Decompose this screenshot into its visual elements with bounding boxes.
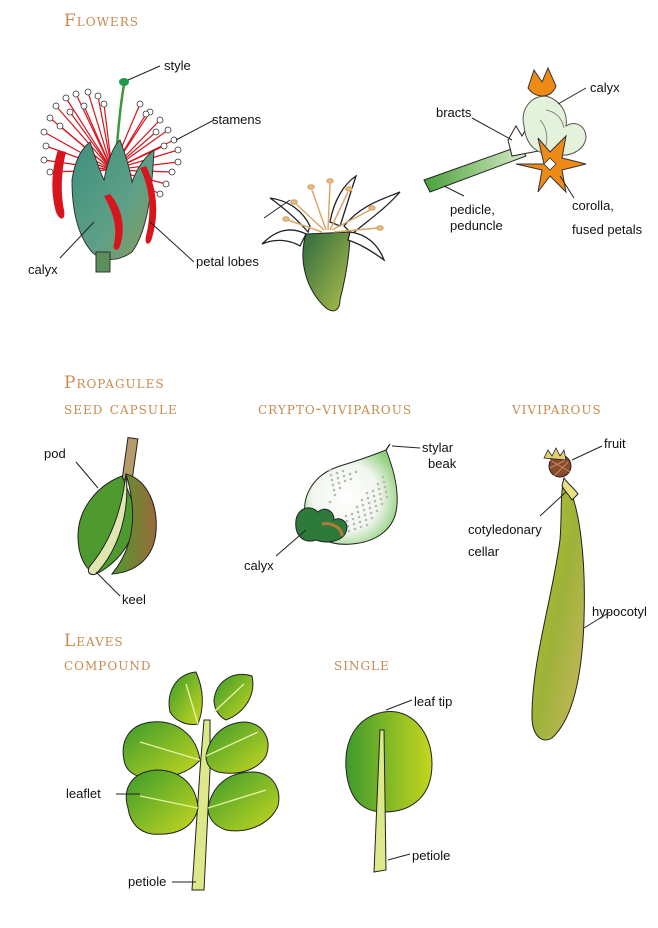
flower2-petal (270, 198, 310, 232)
viviparous-propagule-illustration: fruit cotyledonary cellar hypocotyl (468, 436, 647, 740)
leader-pedicle (444, 186, 464, 196)
seed-capsule-illustration: pod keel (44, 438, 156, 607)
leaflet (214, 674, 253, 720)
flower3-bud (528, 68, 556, 96)
crypto-viviparous-fruit-illustration: stylar beak calyx (244, 440, 457, 573)
label-corolla-2: fused petals (572, 222, 643, 237)
label-crypto-calyx: calyx (244, 558, 274, 573)
leader-bracts (472, 118, 512, 140)
leaflet (206, 722, 268, 773)
label-calyx-3: calyx (590, 80, 620, 95)
leader-pod (76, 462, 98, 488)
flower-stamen-illustration: style stamens calyx petal lobes (28, 58, 262, 277)
flower2-petal (348, 232, 384, 260)
label-pedicle-2: peduncle (450, 218, 503, 233)
capsule-stalk (122, 438, 138, 481)
leader-stylar (392, 446, 420, 448)
single-leaf-blade (346, 712, 432, 812)
label-stylar-2: beak (428, 456, 457, 471)
leader-single-petiole (388, 854, 410, 860)
leader-stamens (176, 120, 214, 140)
stylar-beak (386, 444, 390, 450)
label-leaf-tip: leaf tip (414, 694, 452, 709)
leader-calyx-3 (558, 88, 586, 104)
pedicle-stalk (424, 146, 526, 192)
label-keel: keel (122, 592, 146, 607)
leaflet (208, 772, 279, 831)
flower2-petal (344, 192, 400, 234)
label-stamens: stamens (212, 112, 262, 127)
label-calyx-1: calyx (28, 262, 58, 277)
petal-lobe (52, 150, 66, 219)
leader-fruit (572, 446, 602, 460)
heading-crypto-viviparous: crypto-viviparous (258, 399, 412, 419)
flower2-calyx (303, 232, 350, 311)
heading-propagules: Propagules (64, 373, 165, 393)
heading-compound: compound (64, 655, 151, 675)
leaflet (126, 770, 198, 834)
leaflet (169, 672, 202, 725)
flower2-petal (262, 230, 306, 246)
leader-petal-lobes (150, 222, 194, 262)
flower-corolla-illustration: bracts calyx pedicle, peduncle corolla, … (424, 68, 643, 237)
heading-leaves: Leaves (64, 631, 124, 651)
label-fruit: fruit (604, 436, 626, 451)
label-single-petiole: petiole (412, 848, 450, 863)
leader-leaf-tip (386, 700, 412, 710)
heading-viviparous: viviparous (511, 399, 602, 419)
label-cot-1: cotyledonary (468, 522, 542, 537)
compound-leaf-illustration: leaflet petiole (66, 672, 279, 890)
flower-stem (96, 252, 110, 272)
label-style: style (164, 58, 191, 73)
heading-seed-capsule: seed capsule (64, 399, 178, 419)
label-leaflet: leaflet (66, 786, 101, 801)
leaflet (123, 722, 200, 778)
label-bracts: bracts (436, 105, 472, 120)
single-leaf-illustration: leaf tip petiole (346, 694, 452, 872)
heading-single: single (334, 655, 390, 675)
leader-style (128, 66, 160, 80)
style-stigma (119, 78, 129, 86)
label-petal-lobes: petal lobes (196, 254, 259, 269)
hypocotyl-body (532, 480, 584, 740)
heading-flowers: Flowers (64, 11, 139, 31)
label-pedicle-1: pedicle, (450, 202, 495, 217)
leader-keel (96, 572, 120, 596)
label-stylar-1: stylar (422, 440, 454, 455)
label-corolla-1: corolla, (572, 198, 614, 213)
leader-crypto-calyx (276, 530, 306, 556)
calyx-cluster (523, 96, 586, 155)
label-hypocotyl: hypocotyl (592, 604, 647, 619)
label-compound-petiole: petiole (128, 874, 166, 889)
label-pod: pod (44, 446, 66, 461)
flower-tubular-illustration (262, 176, 400, 311)
label-cot-2: cellar (468, 544, 500, 559)
